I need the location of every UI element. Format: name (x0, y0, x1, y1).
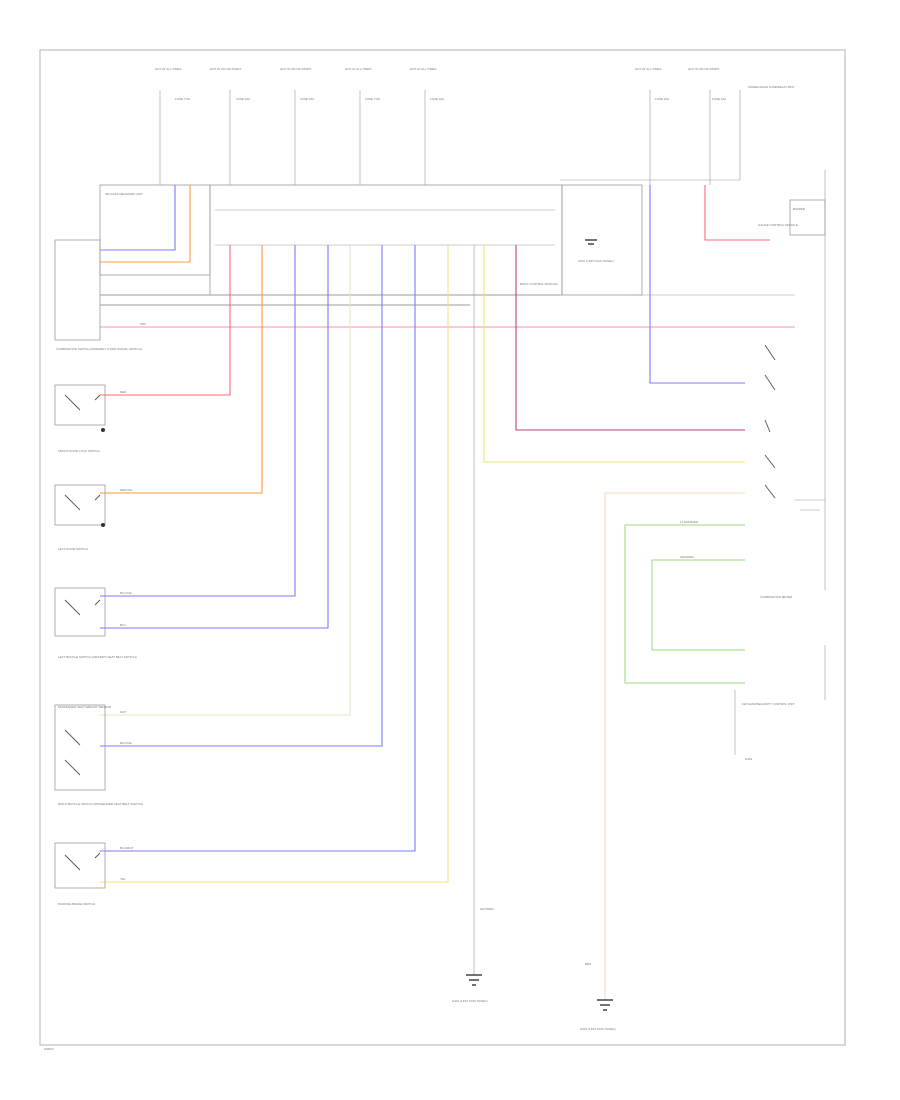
wire-blue-right (649, 185, 745, 384)
wire-gray-label: GRY (120, 710, 126, 714)
switch-parking-brake: PARKING BRAKE SWITCH (54, 842, 106, 906)
fuse-1-name: FUSE 7.5A (175, 97, 190, 101)
wire-gray-seat (100, 245, 351, 716)
wire-green-1 (624, 524, 745, 684)
wire-yellow-label: YEL (120, 877, 126, 881)
wire-red (100, 245, 231, 396)
switch-left-door: LEFT DOOR SWITCH (54, 484, 106, 551)
ground-symbol-3 (585, 239, 597, 245)
combination-switch: COMBINATION SWITCH ASSEMBLY (TURN SIGNAL… (54, 239, 142, 351)
wire-blue-4-label: BLU/WHT (120, 846, 134, 850)
passenger-seat-label: PASSENGER SEAT WEIGHT SENSOR (58, 705, 112, 709)
ground-bottom-right-label: G601 (LEFT KICK PANEL) (580, 1027, 616, 1031)
ground-right-label: G401 (745, 757, 753, 761)
receiver-label: KEYLESS RECEIVER UNIT (105, 192, 143, 196)
fuse-3-top: HOT IN ON OR START (280, 67, 311, 71)
fuse-5-top: HOT AT ALL TIMES (410, 67, 436, 71)
fuse-2-top: HOT IN ON OR START (210, 67, 241, 71)
ground-bottom-left-label: G401 (LEFT KICK PANEL) (452, 999, 488, 1003)
wire-brown-label: BRN (585, 962, 591, 966)
switch-passenger-seat: PASSENGER SEAT WEIGHT SENSOR (54, 704, 112, 791)
fuse-6-top: HOT AT ALL TIMES (635, 67, 661, 71)
fuse-1-top: HOT AT ALL TIMES (155, 67, 181, 71)
wire-receiver-blue (100, 185, 176, 251)
wire-orange (100, 245, 263, 494)
figure-code: W0000 (44, 1047, 54, 1051)
wire-magenta (515, 245, 745, 431)
wire-blue-4 (100, 245, 416, 852)
fuse-box-label: UNDER-DASH FUSE/RELAY BOX (748, 85, 794, 89)
fuse-7-top: HOT IN ON OR START (688, 67, 719, 71)
gry-label: GRY/RED (480, 907, 494, 911)
fuse-label-group: HOT AT ALL TIMES FUSE 7.5A HOT IN ON OR … (155, 67, 794, 101)
wire-green-1-label: LT GRN/RED (680, 520, 699, 524)
fuse-4-top: HOT AT ALL TIMES (345, 67, 371, 71)
wire-yellow-right (483, 245, 745, 463)
left-door-switch-label: LEFT DOOR SWITCH (58, 547, 88, 551)
wire-green-2-label: GRN/RED (680, 555, 695, 559)
wire-green-2 (651, 559, 745, 651)
ground-symbol-2 (597, 999, 613, 1011)
wire-red-label: RED (120, 390, 127, 394)
receiver-box (99, 184, 211, 276)
meter-ground (795, 499, 825, 511)
fuse-feed-lines (159, 90, 711, 185)
wire-yellow (100, 245, 449, 883)
fuse-6-name: FUSE 10A (655, 97, 669, 101)
parking-brake-label: PARKING BRAKE SWITCH (58, 902, 95, 906)
wire-red-right (704, 185, 770, 241)
wire-blue-2-label: BLU (120, 623, 126, 627)
top-feed (560, 90, 741, 181)
front-door-lock-label: FRONT DOOR LOCK SWITCH (58, 449, 100, 453)
buzzer-box (789, 199, 826, 236)
bus-gray (100, 294, 560, 306)
wire-pink-label: PNK (140, 322, 146, 326)
right-seat-belt-label: RIGHT BUCKLE SWITCH (PASSENGER SEAT BELT… (58, 802, 143, 806)
buzzer-label: BUZZER (793, 207, 806, 211)
fuse-4-name: FUSE 7.5A (365, 97, 380, 101)
combination-meter-label: COMBINATION METER (760, 595, 793, 599)
ecu-label: BODY CONTROL MODULE (520, 282, 558, 286)
fuse-3-name: FUSE 15A (300, 97, 314, 101)
wire-receiver-orange (100, 185, 191, 263)
fuse-2-name: FUSE 10A (236, 97, 250, 101)
gauge-label: GAUGE CONTROL MODULE (758, 223, 798, 227)
wire-blue-1 (100, 245, 296, 597)
wire-blue-1-label: BLU/YEL (120, 591, 133, 595)
ecu-box (209, 184, 563, 296)
left-seat-belt-label: LEFT BUCKLE SWITCH (DRIVER'S SEAT BELT S… (58, 655, 137, 659)
keyless-label: KEYLESS/SECURITY CONTROL UNIT (742, 702, 795, 706)
wire-blue-3-label: BLU/YEL (120, 741, 133, 745)
ecu-inner-lines (215, 209, 555, 246)
combination-switch-label: COMBINATION SWITCH ASSEMBLY (TURN SIGNAL… (56, 347, 142, 351)
wire-orange-label: RED/YEL (120, 488, 133, 492)
fuse-5-name: FUSE 10A (430, 97, 444, 101)
wire-brown (604, 492, 745, 1000)
switch-left-seat-belt: LEFT BUCKLE SWITCH (DRIVER'S SEAT BELT S… (54, 587, 137, 659)
meter-switch-glyphs (764, 344, 776, 499)
fuse-7-name: FUSE 10A (712, 97, 726, 101)
wire-blue-3 (100, 245, 383, 747)
switch-front-door-lock: FRONT DOOR LOCK SWITCH (54, 384, 106, 453)
ground-mid-label: G501 (LEFT KICK PANEL) (578, 259, 614, 263)
wire-blue-2 (100, 245, 329, 629)
switch-right-seat-belt: RIGHT BUCKLE SWITCH (PASSENGER SEAT BELT… (58, 802, 143, 806)
right-connector-box (561, 184, 643, 296)
ground-symbol-1 (466, 974, 482, 986)
diagram-frame (39, 49, 846, 1046)
